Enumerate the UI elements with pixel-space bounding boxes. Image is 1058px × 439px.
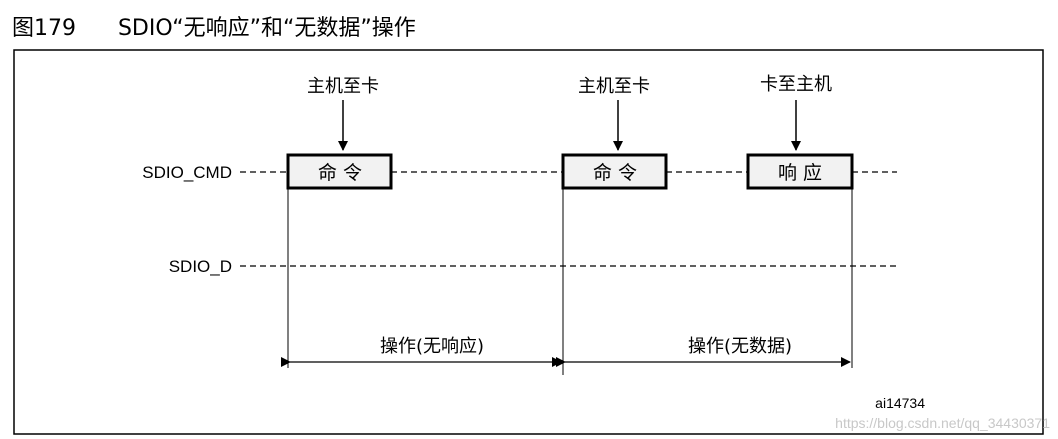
boundary-lines	[287, 154, 853, 375]
operation-no-data-label: 操作(无数据)	[688, 336, 792, 357]
figure-id: ai14734	[875, 395, 925, 411]
watermark: https://blog.csdn.net/qq_34430371	[835, 415, 1050, 431]
operation-no-response-label: 操作(无响应)	[380, 336, 484, 357]
figure-title: 图179 SDIO“无响应”和“无数据”操作	[12, 10, 416, 42]
response-box-label: 响应	[778, 162, 828, 184]
diagram-frame	[13, 49, 1044, 435]
annotation-card-to-host: 卡至主机	[760, 74, 832, 95]
figure-caption: SDIO“无响应”和“无数据”操作	[117, 16, 416, 41]
command-box-1-label: 命令	[318, 162, 368, 184]
signal-label-cmd: SDIO_CMD	[142, 163, 232, 182]
command-box-2	[561, 153, 668, 190]
annotation-host-to-card-1: 主机至卡	[307, 76, 379, 97]
response-box	[746, 153, 854, 190]
command-box-1	[286, 153, 393, 190]
command-box-2-label: 命令	[593, 162, 643, 184]
annotation-host-to-card-2: 主机至卡	[578, 76, 650, 97]
signal-label-data: SDIO_D	[169, 257, 232, 276]
figure-number: 图179	[12, 16, 76, 41]
